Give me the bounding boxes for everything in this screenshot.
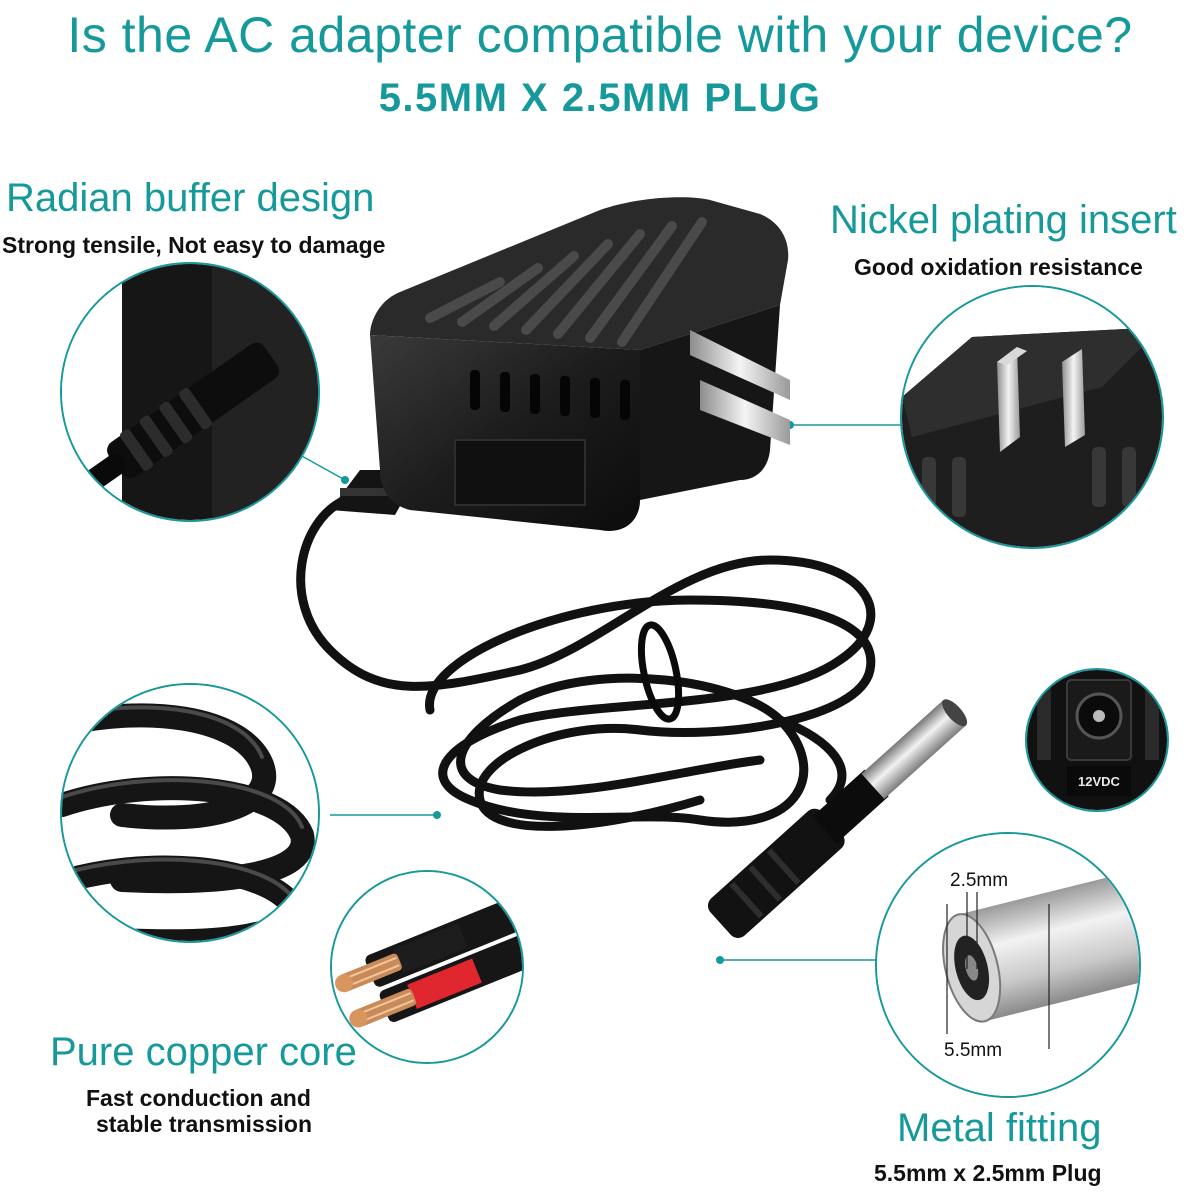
inner-diameter-label: 2.5mm — [950, 870, 1009, 891]
adapter-body — [370, 197, 790, 531]
callout-lines — [299, 424, 905, 961]
radian-title: Radian buffer design — [6, 176, 375, 220]
copper-desc-line1: Fast conduction and — [86, 1085, 311, 1111]
radian-buffer-circle — [60, 262, 320, 522]
nickel-desc: Good oxidation resistance — [854, 254, 1143, 280]
plug-pins-image — [902, 287, 1162, 547]
nickel-title: Nickel plating insert — [830, 198, 1177, 242]
copper-desc-line2: stable transmission — [96, 1111, 313, 1137]
metal-fitting-circle — [875, 832, 1141, 1098]
dc-port-image: 12VDC — [1027, 670, 1167, 810]
metal-title: Metal fitting — [897, 1106, 1102, 1150]
dc-plug — [707, 699, 968, 938]
copper-title: Pure copper core — [50, 1030, 357, 1074]
page-subtitle: 5.5MM X 2.5MM PLUG — [378, 76, 822, 120]
page-title: Is the AC adapter compatible with your d… — [67, 7, 1133, 63]
copper-core-circle — [330, 870, 524, 1064]
port-label: 12VDC — [1078, 774, 1121, 789]
radian-desc: Strong tensile, Not easy to damage — [2, 232, 386, 258]
strain-relief-image — [62, 264, 318, 520]
cable-coil-image — [62, 685, 318, 941]
dc-port-circle: 12VDC — [1025, 668, 1169, 812]
metal-desc: 5.5mm x 2.5mm Plug — [874, 1160, 1102, 1186]
copper-core-image — [332, 872, 522, 1062]
outer-diameter-label: 5.5mm — [944, 1040, 1003, 1061]
nickel-plating-circle — [900, 285, 1164, 549]
cable-coil-circle — [60, 683, 320, 943]
metal-tip-image — [877, 834, 1139, 1096]
cable — [296, 495, 876, 831]
